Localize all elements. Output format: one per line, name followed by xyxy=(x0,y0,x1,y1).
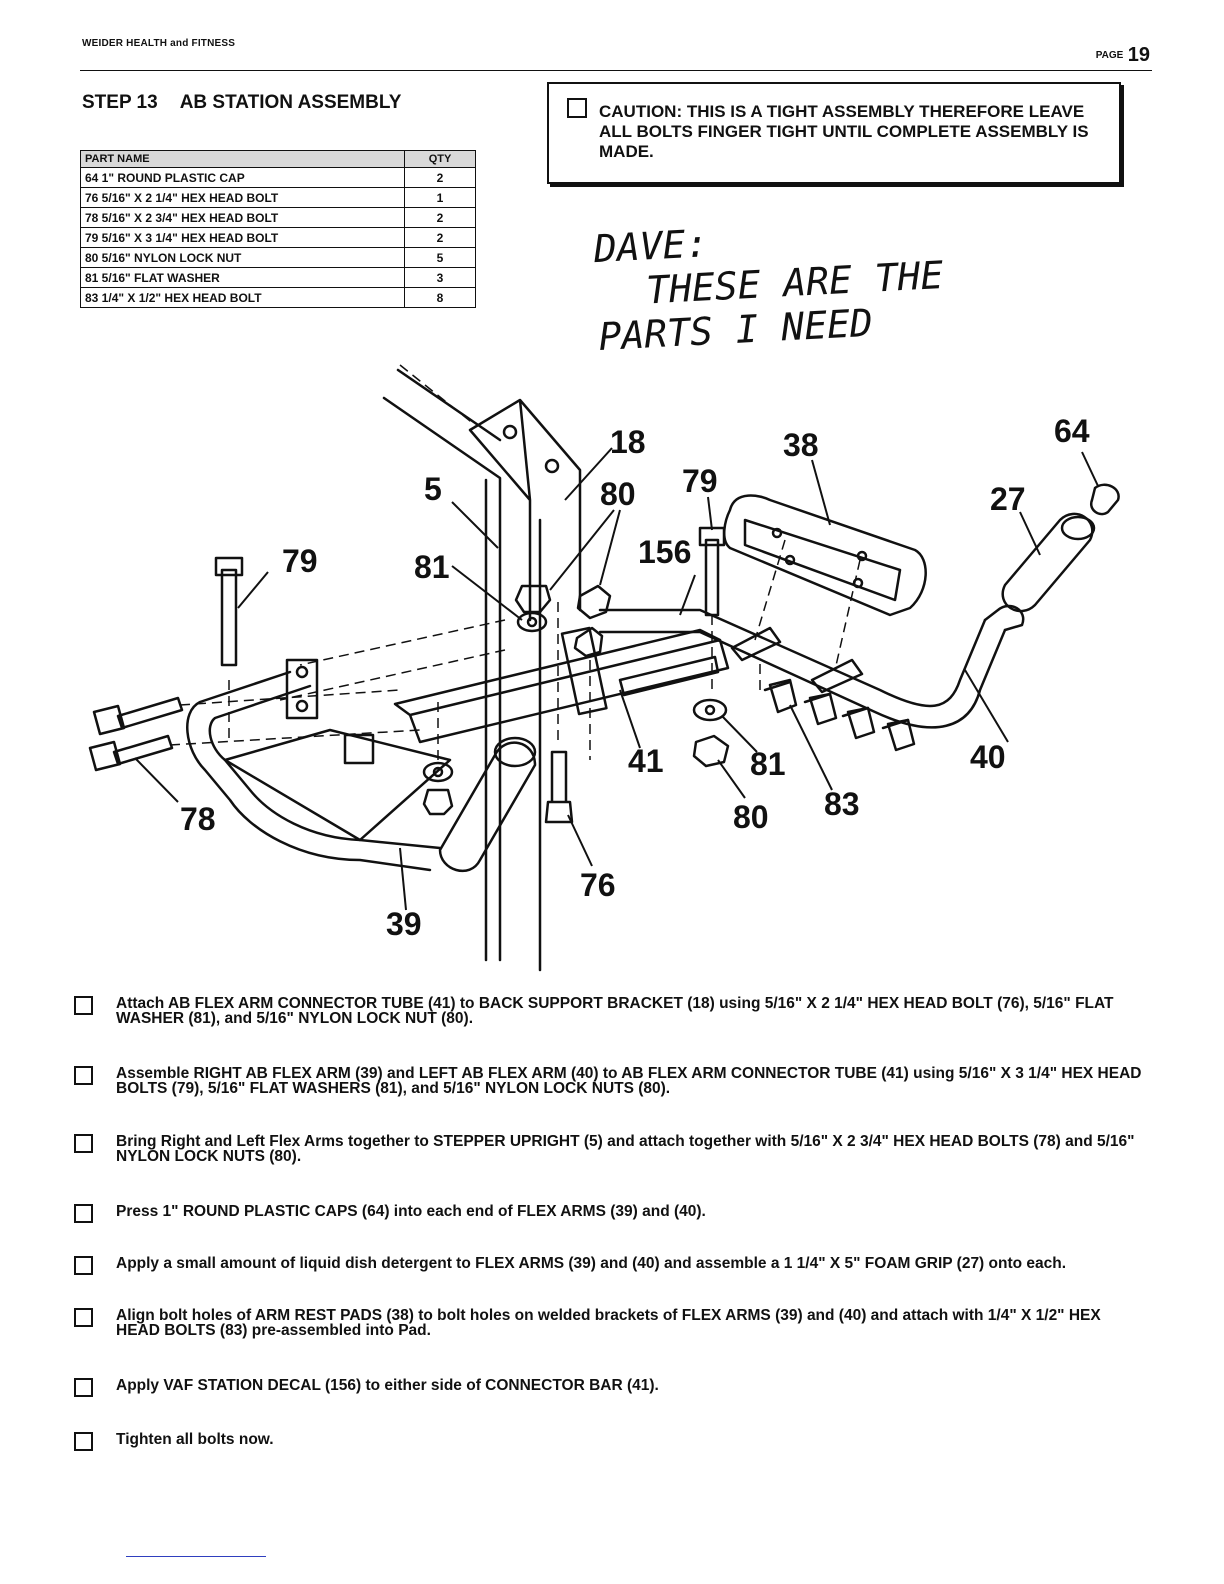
label-76: 76 xyxy=(580,867,616,903)
label-5: 5 xyxy=(424,471,442,507)
company-name: WEIDER HEALTH and FITNESS xyxy=(82,38,236,49)
header-rule xyxy=(80,70,1152,71)
label-80-upper: 80 xyxy=(600,476,636,512)
instruction-text: Align bolt holes of ARM REST PADS (38) t… xyxy=(116,1307,1101,1339)
part-qty: 3 xyxy=(404,267,476,288)
parts-table-header: PART NAME QTY xyxy=(80,150,476,168)
footer-link-underline xyxy=(126,1556,266,1557)
bolt-76-shape xyxy=(544,750,574,824)
plastic-cap-shape xyxy=(1089,483,1120,516)
part-qty: 8 xyxy=(404,287,476,308)
left-flex-arm-shape xyxy=(598,608,987,708)
label-27: 27 xyxy=(990,481,1026,517)
instruction-item: Tighten all bolts now. xyxy=(74,1431,1144,1451)
part-name: 80 5/16" NYLON LOCK NUT xyxy=(80,247,405,268)
handwritten-note: DAVE: THESE ARE THE PARTS I NEED xyxy=(593,209,947,359)
instruction-item: Assemble RIGHT AB FLEX ARM (39) and LEFT… xyxy=(74,1066,1144,1096)
part-name: 78 5/16" X 2 3/4" HEX HEAD BOLT xyxy=(80,207,405,228)
label-41: 41 xyxy=(628,743,664,779)
caution-box: CAUTION: THIS IS A TIGHT ASSEMBLY THEREF… xyxy=(547,82,1121,184)
col-part-name: PART NAME xyxy=(80,150,405,168)
label-79-center: 79 xyxy=(682,463,718,499)
step-name: AB STATION ASSEMBLY xyxy=(179,92,402,113)
instruction-text: Bring Right and Left Flex Arms together … xyxy=(116,1133,1135,1165)
part-qty: 2 xyxy=(404,167,476,188)
label-39: 39 xyxy=(386,906,422,942)
part-qty: 1 xyxy=(404,187,476,208)
instruction-text: Apply a small amount of liquid dish dete… xyxy=(116,1255,1067,1272)
label-81-upper: 81 xyxy=(414,549,450,585)
instruction-checkbox[interactable] xyxy=(74,1378,93,1397)
instruction-item: Bring Right and Left Flex Arms together … xyxy=(74,1134,1144,1164)
part-name: 76 5/16" X 2 1/4" HEX HEAD BOLT xyxy=(80,187,405,208)
right-foam-grip-shape xyxy=(438,741,537,872)
step-number: STEP 13 xyxy=(82,92,158,113)
instruction-checkbox[interactable] xyxy=(74,1432,93,1451)
label-18: 18 xyxy=(610,424,646,460)
right-flex-arm-shape xyxy=(186,670,432,872)
part-name: 79 5/16" X 3 1/4" HEX HEAD BOLT xyxy=(80,227,405,248)
exploded-assembly-diagram: 18 38 64 27 79 80 5 156 79 81 41 81 40 8… xyxy=(88,364,1120,972)
back-support-bracket-shape xyxy=(468,398,582,622)
bolt-79-center-shape xyxy=(698,526,726,617)
page-number-block: PAGE 19 xyxy=(1096,44,1150,67)
instruction-checkbox[interactable] xyxy=(74,1134,93,1153)
instruction-checkbox[interactable] xyxy=(74,996,93,1015)
label-80-lower: 80 xyxy=(733,799,769,835)
page-label: PAGE xyxy=(1095,50,1124,61)
bolt-79-left-shape xyxy=(214,556,244,667)
part-name: 81 5/16" FLAT WASHER xyxy=(80,267,405,288)
label-81-lower: 81 xyxy=(750,746,786,782)
col-qty: QTY xyxy=(404,150,476,168)
label-79-left: 79 xyxy=(282,543,318,579)
instruction-item: Apply a small amount of liquid dish dete… xyxy=(74,1255,1144,1275)
instruction-item: Press 1" ROUND PLASTIC CAPS (64) into ea… xyxy=(74,1203,1144,1223)
instruction-checkbox[interactable] xyxy=(74,1308,93,1327)
bolt-78-lower-shape xyxy=(88,734,174,772)
instruction-checkbox[interactable] xyxy=(74,1256,93,1275)
label-38: 38 xyxy=(783,427,819,463)
label-156: 156 xyxy=(638,534,691,570)
instruction-checkbox[interactable] xyxy=(74,1204,93,1223)
instruction-text: Tighten all bolts now. xyxy=(116,1431,274,1448)
caution-text: CAUTION: THIS IS A TIGHT ASSEMBLY THEREF… xyxy=(599,102,1089,161)
part-qty: 5 xyxy=(404,247,476,268)
caution-checkbox[interactable] xyxy=(567,98,587,118)
part-name: 83 1/4" X 1/2" HEX HEAD BOLT xyxy=(80,287,405,308)
stepper-upright-shape xyxy=(382,368,502,962)
label-40: 40 xyxy=(970,739,1006,775)
step-title: STEP 13 AB STATION ASSEMBLY xyxy=(82,92,423,114)
part-name: 64 1" ROUND PLASTIC CAP xyxy=(80,167,405,188)
instruction-item: Apply VAF STATION DECAL (156) to either … xyxy=(74,1377,1144,1397)
instruction-item: Align bolt holes of ARM REST PADS (38) t… xyxy=(74,1308,1144,1338)
label-83: 83 xyxy=(824,786,860,822)
part-qty: 2 xyxy=(404,227,476,248)
right-pad-shape xyxy=(223,728,452,842)
instruction-text: Apply VAF STATION DECAL (156) to either … xyxy=(116,1377,659,1394)
connector-tube-shape xyxy=(393,628,730,744)
left-arm-end-shape xyxy=(983,604,1025,632)
instruction-text: Assemble RIGHT AB FLEX ARM (39) and LEFT… xyxy=(116,1065,1142,1097)
bolt-78-upper-shape xyxy=(92,696,184,736)
label-64: 64 xyxy=(1054,413,1090,449)
instruction-text: Attach AB FLEX ARM CONNECTOR TUBE (41) t… xyxy=(116,995,1114,1027)
instruction-item: Attach AB FLEX ARM CONNECTOR TUBE (41) t… xyxy=(74,996,1144,1026)
instruction-checkbox[interactable] xyxy=(74,1066,93,1085)
left-foam-grip-shape xyxy=(1001,512,1094,613)
instruction-text: Press 1" ROUND PLASTIC CAPS (64) into ea… xyxy=(116,1203,706,1220)
page-number: 19 xyxy=(1127,44,1150,66)
label-78: 78 xyxy=(180,801,216,837)
part-qty: 2 xyxy=(404,207,476,228)
upright-front-edge xyxy=(484,478,542,972)
